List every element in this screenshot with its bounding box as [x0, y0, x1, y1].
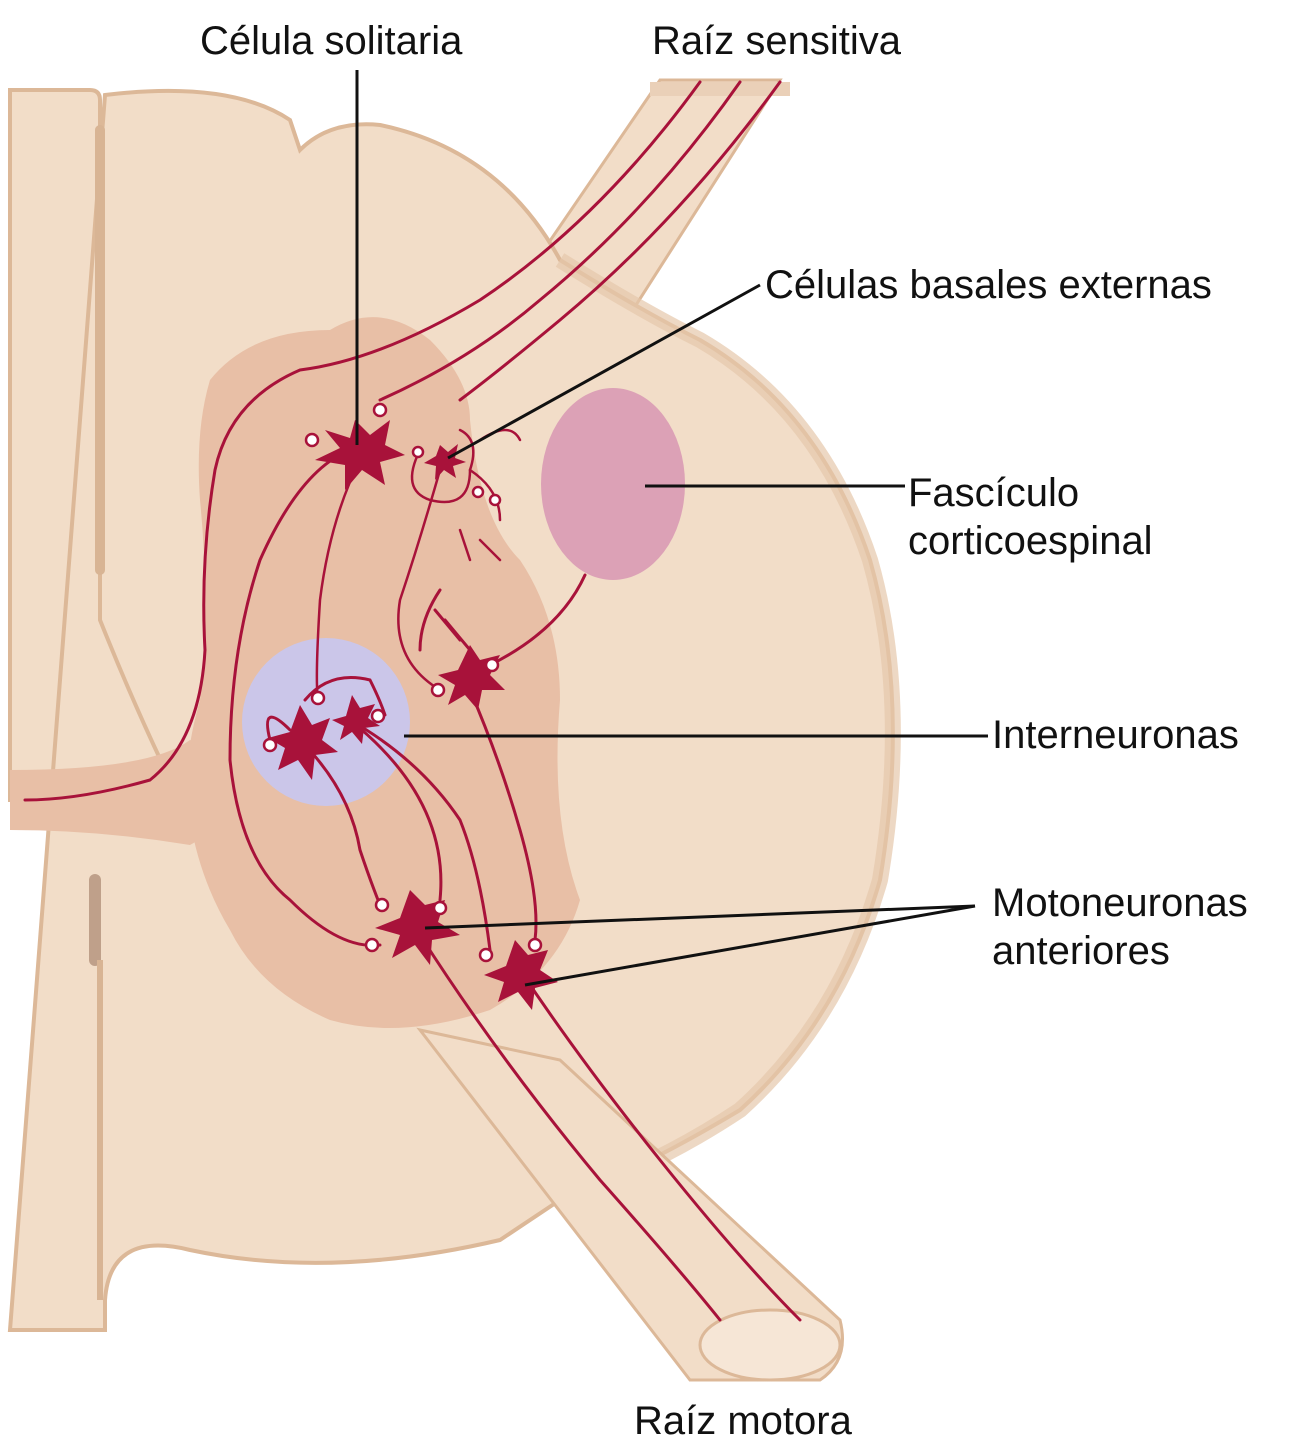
label-fasciculo-line1: Fascículo: [908, 470, 1079, 517]
label-interneuronas: Interneuronas: [992, 712, 1239, 759]
bouton-1: [374, 404, 386, 416]
label-celula-solitaria: Célula solitaria: [200, 18, 462, 65]
label-motoneuronas-line1: Motoneuronas: [992, 880, 1248, 927]
bouton-6: [432, 684, 444, 696]
label-raiz-sensitiva: Raíz sensitiva: [652, 18, 901, 65]
bouton-2: [306, 434, 318, 446]
sensory-root-top: [650, 82, 790, 96]
corticospinal-tract: [541, 388, 685, 580]
bouton-14: [529, 939, 541, 951]
bouton-12: [366, 939, 378, 951]
label-celulas-basales-externas: Células basales externas: [765, 262, 1212, 309]
bouton-10: [376, 899, 388, 911]
bouton-8: [312, 692, 324, 704]
bouton-3: [413, 447, 423, 457]
label-fasciculo-line2: corticoespinal: [908, 518, 1153, 565]
bouton-11: [434, 902, 446, 914]
bouton-4: [473, 487, 483, 497]
bouton-15: [486, 659, 498, 671]
bouton-9: [264, 739, 276, 751]
bouton-7: [372, 710, 384, 722]
label-raiz-motora: Raíz motora: [634, 1398, 852, 1445]
label-motoneuronas-line2: anteriores: [992, 928, 1170, 975]
spinal-cord-section: [10, 80, 893, 1380]
bouton-13: [480, 949, 492, 961]
bouton-5: [490, 495, 500, 505]
